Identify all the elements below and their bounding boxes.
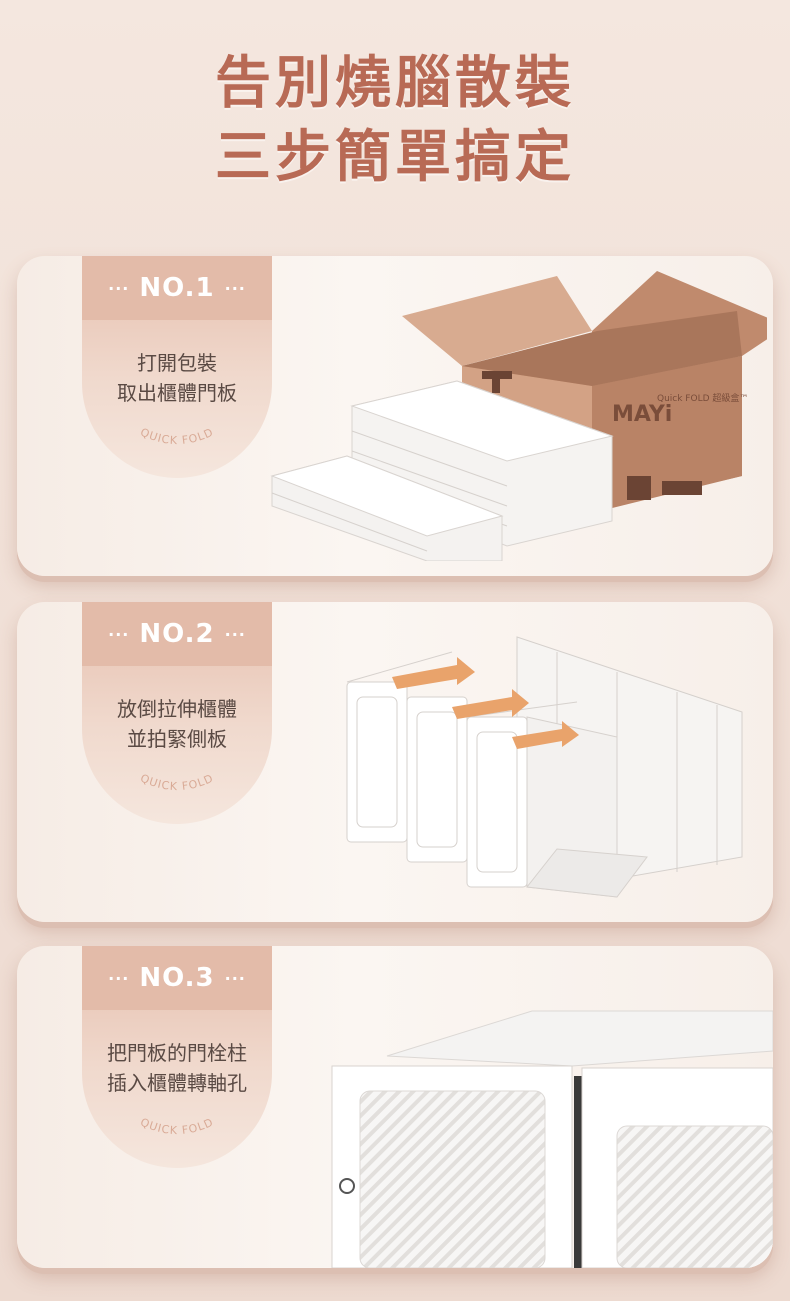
step-description: 放倒拉伸櫃體 並拍緊側板: [82, 694, 272, 754]
step-number-header: NO.1: [82, 256, 272, 320]
step-number: NO.2: [82, 602, 272, 667]
step-number: NO.3: [82, 946, 272, 1011]
step-line-2: 並拍緊側板: [127, 727, 227, 751]
arrow-icon: [392, 657, 475, 689]
step-number: NO.1: [82, 256, 272, 321]
step-tab-3: NO.3 把門板的門栓柱 插入櫃體轉軸孔 QUICK FOLD: [82, 946, 272, 1168]
svg-text:QUICK FOLD: QUICK FOLD: [138, 771, 215, 793]
quick-fold-tag: QUICK FOLD: [138, 771, 215, 793]
step-tab-2: NO.2 放倒拉伸櫃體 並拍緊側板 QUICK FOLD: [82, 602, 272, 824]
step-line-2: 插入櫃體轉軸孔: [107, 1071, 247, 1095]
door-install-illustration: [312, 1006, 773, 1268]
step-line-1: 把門板的門栓柱: [107, 1041, 247, 1065]
unboxing-illustration: MAYi Quick FOLD 超級盒™: [267, 271, 773, 562]
step-number-header: NO.3: [82, 946, 272, 1010]
svg-text:Quick FOLD 超級盒™: Quick FOLD 超級盒™: [657, 392, 748, 404]
step-tab-1: NO.1 打開包裝 取出櫃體門板 QUICK FOLD: [82, 256, 272, 478]
unfolding-cabinet-illustration: [327, 617, 757, 912]
step-description: 打開包裝 取出櫃體門板: [82, 348, 272, 408]
headline-line-1: 告別燒腦散裝: [215, 51, 575, 116]
step-line-1: 打開包裝: [137, 351, 217, 375]
step-line-1: 放倒拉伸櫃體: [117, 697, 237, 721]
step-card-3: NO.3 把門板的門栓柱 插入櫃體轉軸孔 QUICK FOLD: [17, 946, 773, 1268]
quick-fold-tag: QUICK FOLD: [138, 1115, 215, 1137]
headline-line-2: 三步簡單搞定: [215, 125, 575, 190]
hinge-hole-icon: [339, 1178, 355, 1194]
step-line-2: 取出櫃體門板: [117, 381, 237, 405]
step-card-1: NO.1 打開包裝 取出櫃體門板 QUICK FOLD MAYi Quick F…: [17, 256, 773, 576]
svg-text:MAYi: MAYi: [612, 402, 672, 427]
quick-fold-tag: QUICK FOLD: [138, 425, 215, 447]
step-number-header: NO.2: [82, 602, 272, 666]
arrow-icon: [512, 721, 579, 749]
step-description: 把門板的門栓柱 插入櫃體轉軸孔: [82, 1038, 272, 1098]
arrow-icon: [452, 689, 529, 719]
svg-text:QUICK FOLD: QUICK FOLD: [138, 1115, 215, 1137]
step-card-2: NO.2 放倒拉伸櫃體 並拍緊側板 QUICK FOLD: [17, 602, 773, 922]
svg-text:QUICK FOLD: QUICK FOLD: [138, 425, 215, 447]
